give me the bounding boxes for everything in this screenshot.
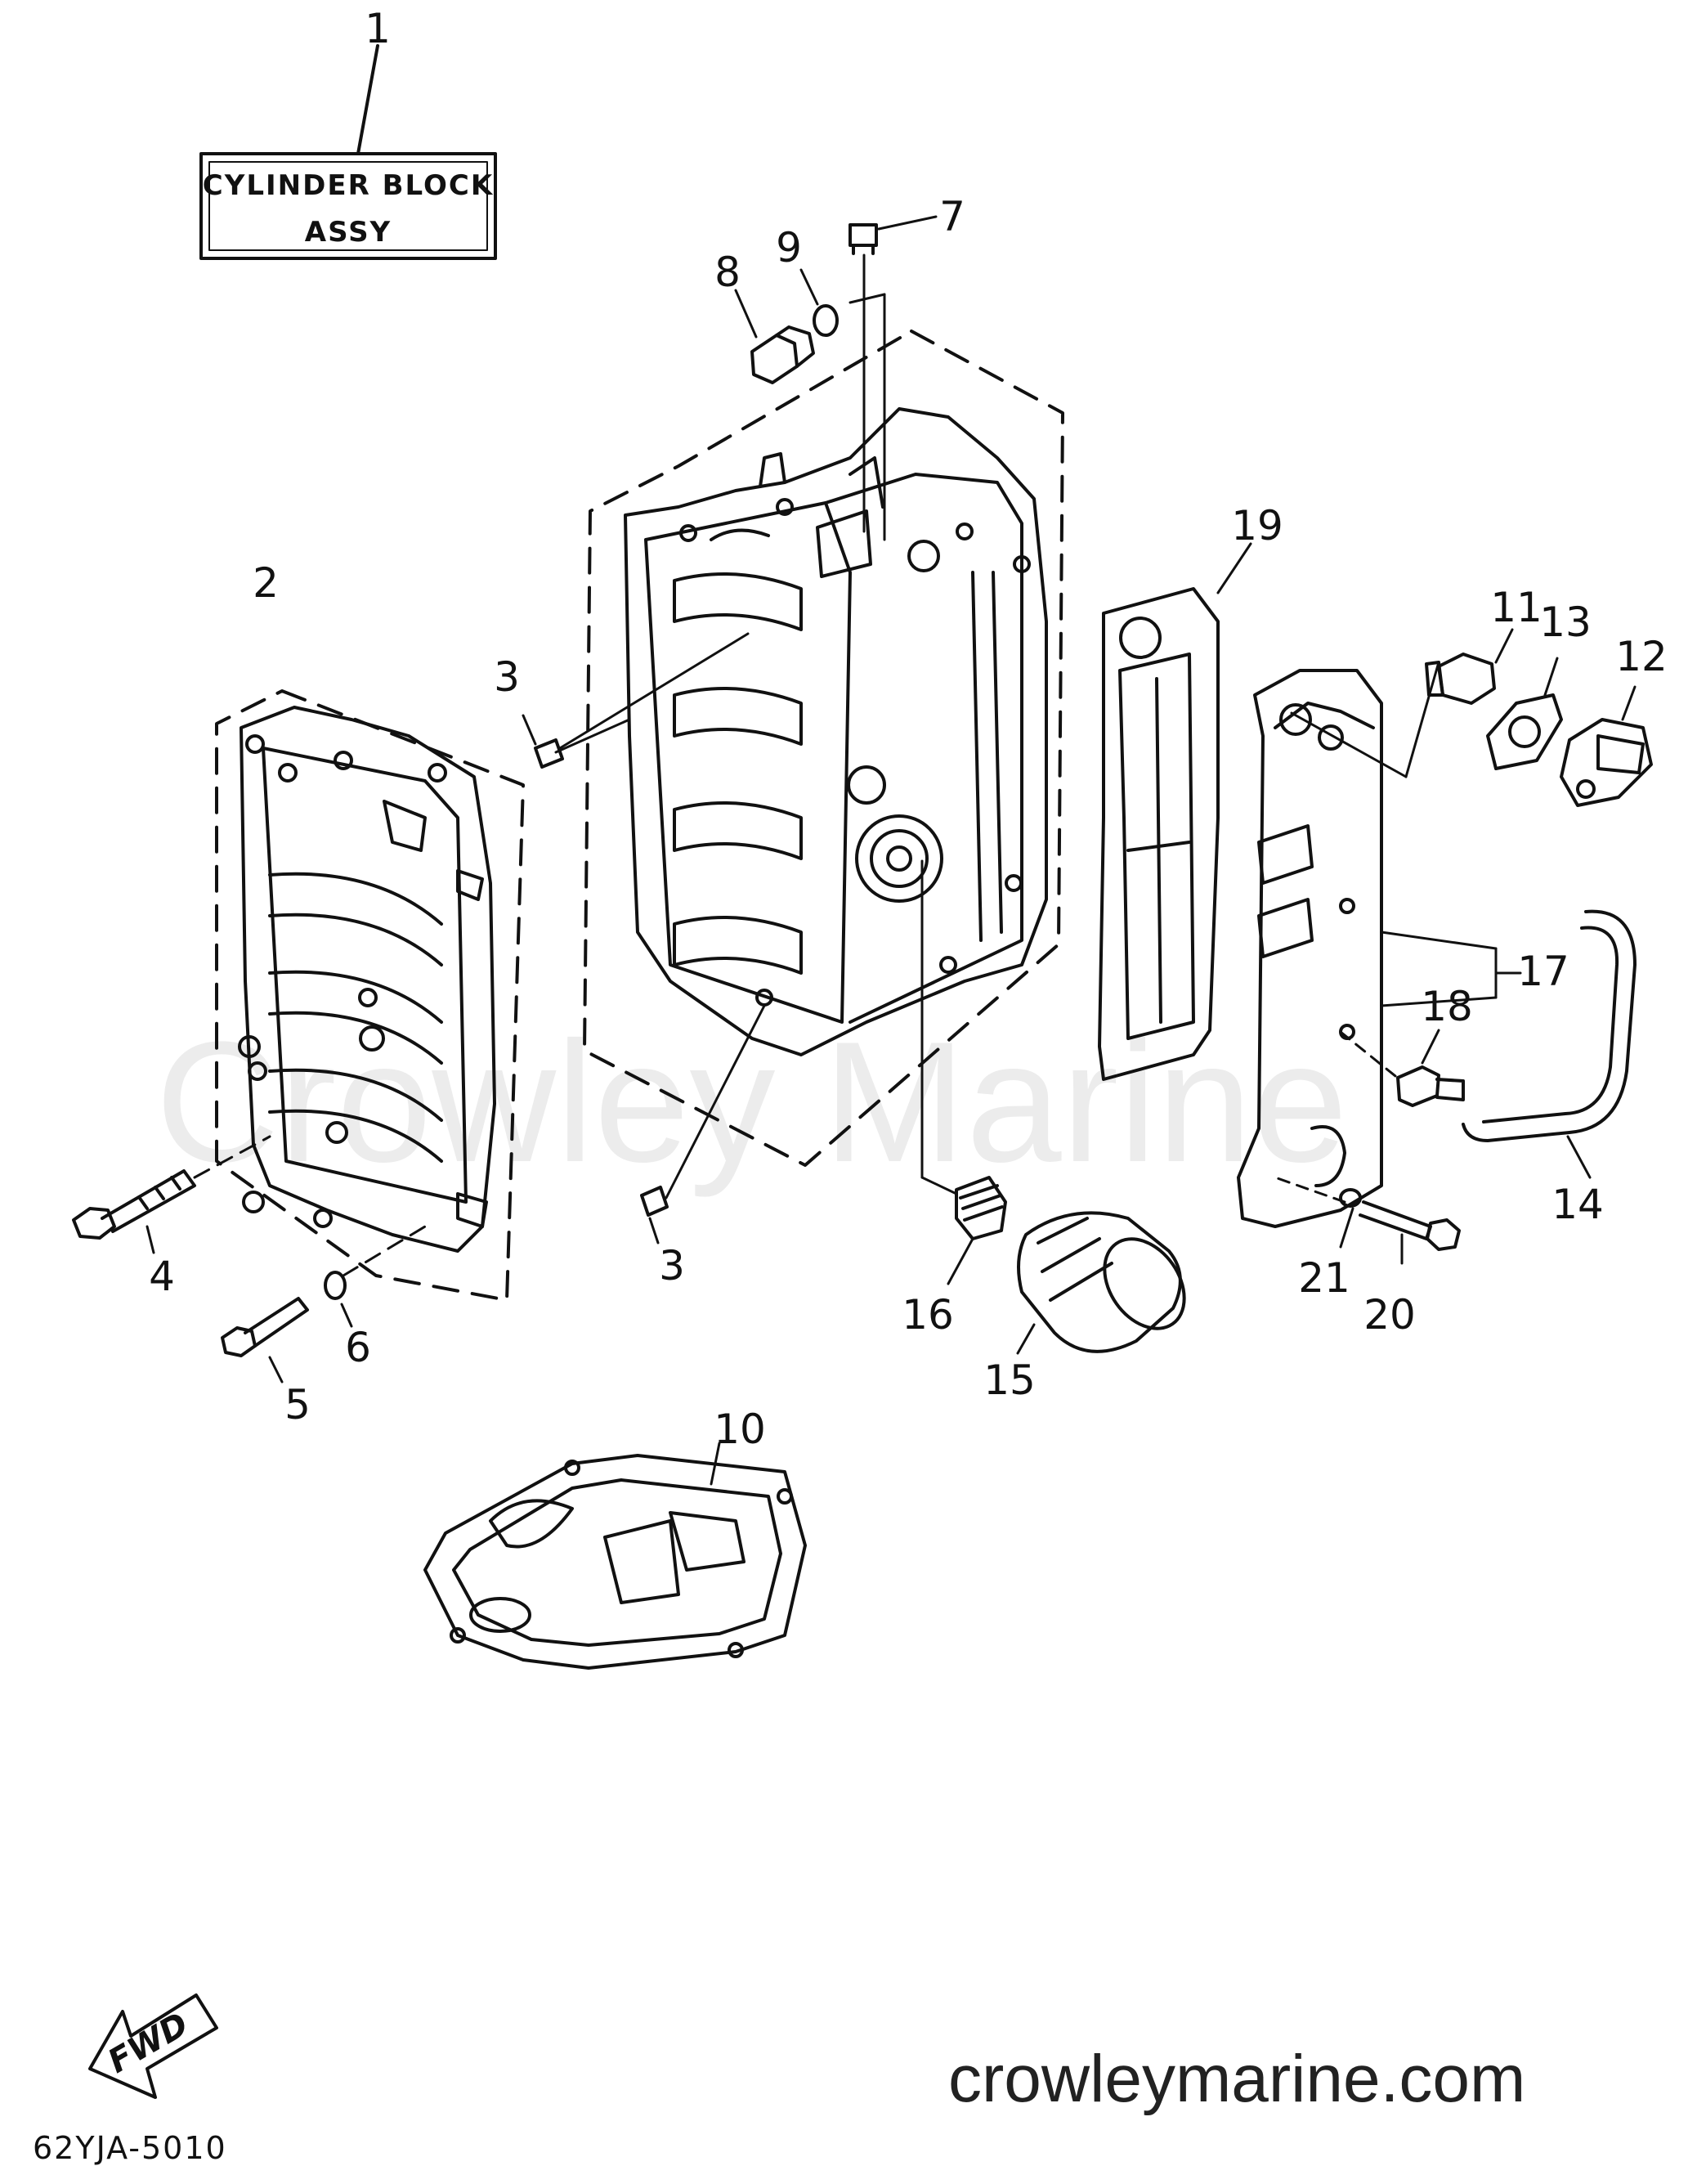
diagram-code: 62YJA-5010 [33,2130,227,2166]
block-boundary [583,330,1064,1167]
callout-3-lower: 3 [659,1242,685,1289]
fitting-18 [1396,1065,1465,1107]
hose-14 [1462,909,1637,1142]
gasket-19 [1098,587,1220,1081]
washer-21 [1339,1188,1362,1208]
cylinder-block [624,407,1048,1056]
title-line-1: CYLINDER BLOCK [203,169,494,202]
callout-6: 6 [345,1324,371,1371]
washer-6 [324,1271,347,1300]
cover-17 [1237,669,1383,1228]
plug-7 [848,223,878,255]
callout-11: 11 [1490,584,1543,631]
dowel-pin-upper [534,738,564,769]
callout-5: 5 [284,1381,311,1428]
callout-21: 21 [1298,1254,1350,1302]
bolt-20 [1359,1200,1461,1251]
callout-20: 20 [1363,1291,1416,1339]
callout-13: 13 [1539,599,1592,646]
callout-2: 2 [253,559,279,607]
dowel-pin-lower [640,1186,669,1217]
callout-15: 15 [983,1357,1036,1404]
watermark-text: Crowley Marine [155,1006,1348,1198]
callout-3-upper: 3 [494,653,520,701]
callout-12: 12 [1615,633,1668,680]
fitting-16 [955,1176,1007,1240]
bolt-4 [72,1169,196,1240]
title-line-2: ASSY [305,216,392,249]
gasket-10 [423,1454,807,1670]
plug-8 [750,325,815,384]
washer-9 [813,304,839,337]
callout-4: 4 [149,1253,175,1300]
gasket-13 [1486,693,1563,770]
callout-17: 17 [1517,948,1569,995]
callout-16: 16 [902,1291,954,1339]
thermostat-11 [1425,653,1496,705]
callout-9: 9 [776,224,802,271]
callout-8: 8 [714,249,741,296]
thermostat-cover-12 [1560,718,1653,807]
callout-14: 14 [1551,1181,1604,1228]
callout-1: 1 [365,5,391,52]
site-url: crowleymarine.com [948,2042,1525,2116]
crankcase-part [238,706,496,1253]
oil-filter-15 [1017,1211,1186,1353]
callout-18: 18 [1421,983,1473,1030]
callout-19: 19 [1231,502,1283,549]
title-box [199,152,497,260]
bolt-5 [221,1297,309,1357]
crankcase-boundary [215,689,525,1302]
callout-7: 7 [939,193,965,240]
callout-10: 10 [714,1406,766,1453]
fwd-arrow-icon [88,1993,218,2099]
leader-1 [356,44,379,155]
